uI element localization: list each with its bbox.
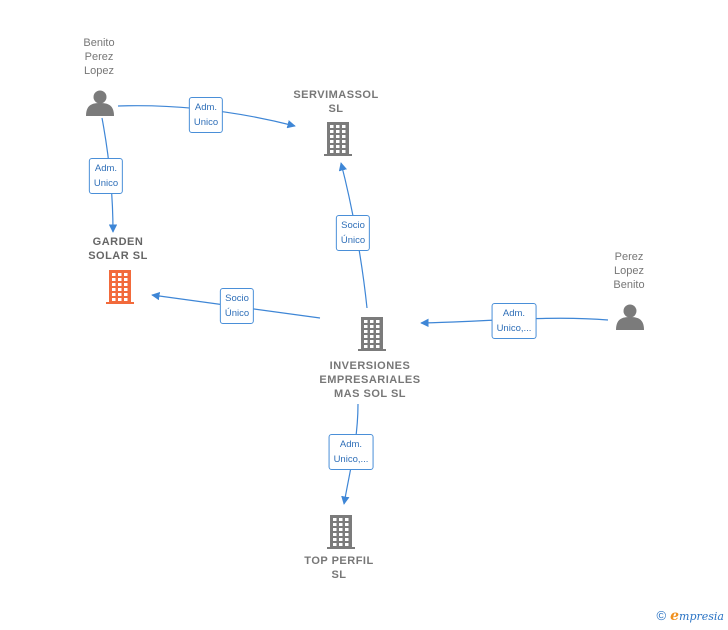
node-label-line: Perez: [84, 51, 114, 63]
node-label-line: Benito: [613, 279, 645, 291]
node-label-line: Perez: [614, 251, 644, 263]
node-label-line: EMPRESARIALES: [319, 374, 421, 386]
node-label-line: SL: [328, 103, 344, 115]
edge-label-benito-to-servimassol[interactable]: Adm. Unico: [188, 97, 224, 133]
edge-label-line: Único: [224, 308, 250, 319]
node-label-line: SOLAR SL: [88, 250, 148, 262]
node-label-inversiones[interactable]: INVERSIONES EMPRESARIALES MAS SOL SL: [319, 359, 420, 401]
node-label-line: Lopez: [614, 265, 644, 277]
node-label-servimassol[interactable]: SERVIMASSOL SL: [293, 88, 378, 116]
node-label-line: SL: [331, 569, 347, 581]
node-label-line: Benito: [83, 37, 115, 49]
building-icon-garden[interactable]: [106, 270, 134, 304]
node-label-line: SERVIMASSOL: [293, 89, 379, 101]
node-label-line: MAS SOL SL: [333, 388, 407, 400]
copyright-symbol: ©: [656, 608, 667, 623]
edge-label-line: Socio: [341, 220, 365, 231]
edge-label-perez-to-inversiones[interactable]: Adm. Unico,...: [491, 303, 537, 339]
edge-label-inversiones-to-topperfil[interactable]: Adm. Unico,...: [328, 434, 374, 470]
edge-label-line: Unico: [93, 178, 119, 189]
edge-label-line: Unico: [193, 117, 219, 128]
node-label-line: GARDEN: [92, 236, 144, 248]
person-icon-perez[interactable]: [616, 304, 644, 331]
building-icon-inversiones[interactable]: [358, 317, 386, 351]
building-icon-servimassol[interactable]: [324, 122, 352, 156]
edge-label-line: Adm.: [502, 308, 526, 319]
node-label-line: INVERSIONES: [329, 360, 411, 372]
building-icon-topperfil[interactable]: [327, 515, 355, 549]
node-label-line: TOP PERFIL: [304, 555, 374, 567]
edge-label-line: Socio: [225, 293, 249, 304]
node-label-line: Lopez: [84, 65, 114, 77]
edge-label-line: Adm.: [339, 439, 363, 450]
edge-label-line: Único: [340, 235, 366, 246]
person-icon-benito[interactable]: [86, 90, 114, 117]
brand-logo-text: mpresia: [679, 610, 724, 623]
brand-logo-e: e: [670, 608, 680, 624]
brand-watermark: ©empresia: [657, 608, 724, 624]
edge-label-line: Unico,...: [496, 323, 532, 334]
edge-label-line: Adm.: [194, 102, 218, 113]
edge-label-line: Adm.: [94, 163, 118, 174]
edge-label-benito-to-garden[interactable]: Adm. Unico: [88, 158, 124, 194]
node-label-topperfil[interactable]: TOP PERFIL SL: [304, 554, 373, 582]
edge-label-line: Unico,...: [333, 454, 369, 465]
icons-layer: [86, 90, 644, 549]
node-label-garden[interactable]: GARDEN SOLAR SL: [88, 235, 148, 263]
